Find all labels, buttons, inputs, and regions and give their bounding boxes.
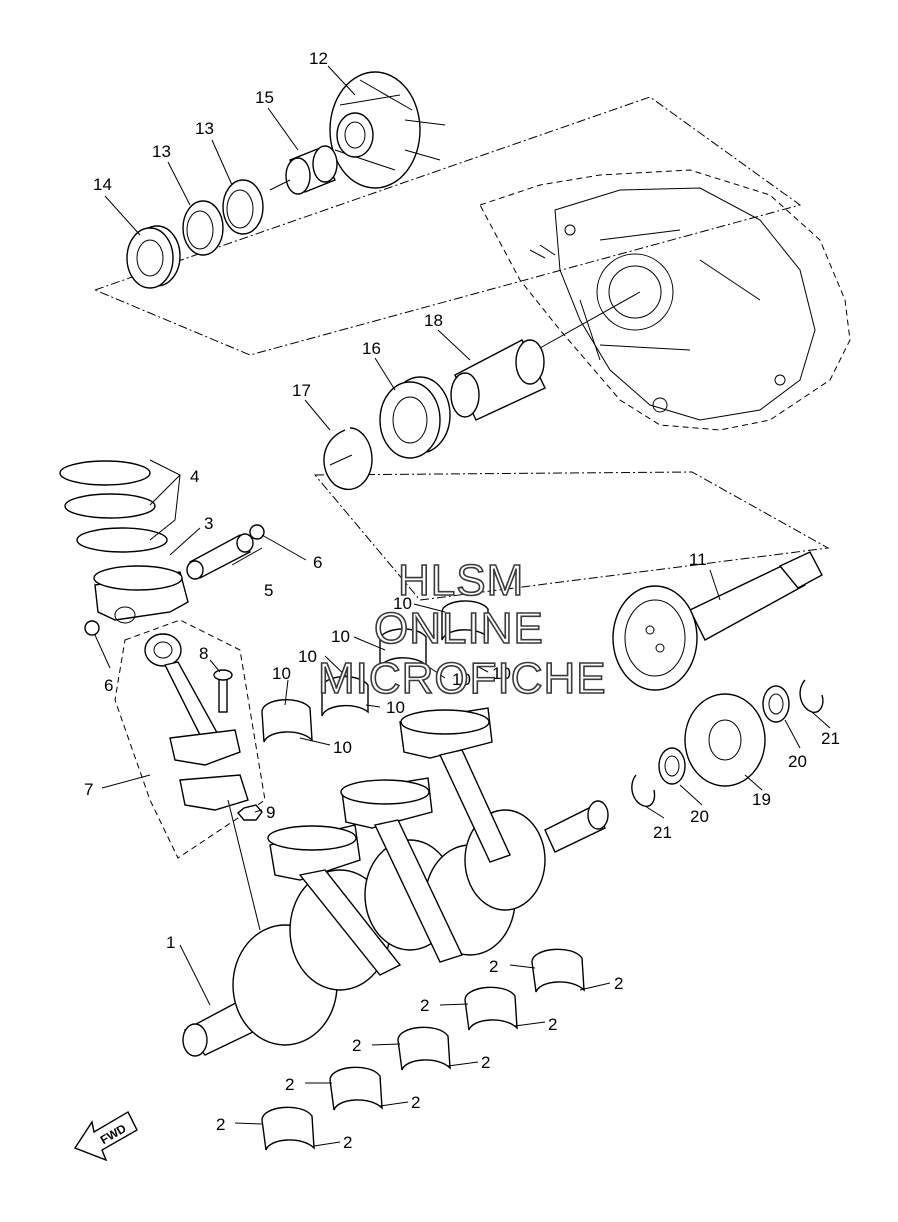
part-13-seal-b (182, 200, 224, 256)
callout-2-j: 2 (343, 1133, 352, 1152)
connecting-rod-kit-outline (114, 619, 266, 859)
part-2-bearing-shells (261, 948, 585, 1151)
callout-2-h: 2 (411, 1093, 420, 1112)
part-4-piston-rings (59, 460, 168, 553)
part-15-sleeve (285, 145, 338, 195)
callout-2-d: 2 (548, 1015, 557, 1034)
callout-13-b: 13 (152, 142, 171, 161)
callout-2-i: 2 (216, 1115, 225, 1134)
part-13-seal-a (222, 179, 264, 235)
part-21-clip-b (631, 774, 656, 807)
callout-4: 4 (190, 467, 199, 486)
callout-14: 14 (93, 175, 112, 194)
watermark: HLSM ONLINE MICROFICHE (317, 555, 607, 704)
callout-6-left: 6 (104, 676, 113, 695)
callout-2-e: 2 (352, 1036, 361, 1055)
callout-11: 11 (689, 550, 707, 569)
callout-6-right: 6 (313, 553, 322, 572)
crankcase-cover (479, 169, 851, 431)
assembled-piston-right (399, 707, 511, 863)
part-14-bearing (126, 225, 181, 289)
callout-3: 3 (204, 514, 213, 533)
part-8-bolt (213, 669, 233, 713)
callout-10-e: 10 (452, 670, 471, 689)
forward-arrow-icon: FWD (73, 1111, 138, 1162)
callout-18: 18 (424, 311, 443, 330)
part-3-piston (93, 565, 189, 624)
part-20-washer-b (658, 747, 686, 785)
callout-10-g: 10 (386, 698, 405, 717)
callout-labels: 12 15 13 13 14 18 16 17 4 3 6 5 6 8 9 7 … (84, 49, 840, 1152)
part-9-nut (237, 804, 263, 821)
callout-7: 7 (84, 780, 93, 799)
part-17-circlip (323, 427, 373, 491)
part-20-washer-a (762, 685, 790, 723)
part-7-connecting-rod (144, 633, 249, 811)
callout-10-b: 10 (331, 627, 350, 646)
callout-2-c: 2 (420, 996, 429, 1015)
part-16-bearing (379, 376, 451, 459)
watermark-line-2: ONLINE (374, 604, 544, 653)
callout-2-a: 2 (489, 957, 498, 976)
callout-2-b: 2 (614, 974, 623, 993)
part-10-bearings (261, 600, 489, 743)
callout-9: 9 (266, 803, 275, 822)
part-12-coupling (329, 71, 446, 189)
callout-8: 8 (199, 644, 208, 663)
callout-5: 5 (264, 581, 273, 600)
assembled-piston-middle (340, 777, 463, 963)
callout-10-d: 10 (272, 664, 291, 683)
assembled-piston-left (267, 824, 402, 976)
callout-16: 16 (362, 339, 381, 358)
part-21-clip-a (799, 679, 824, 713)
callout-13-a: 13 (195, 119, 214, 138)
watermark-line-1: HLSM (398, 556, 524, 605)
callout-10-c: 10 (298, 647, 317, 666)
callout-17: 17 (292, 381, 311, 400)
callout-15: 15 (255, 88, 274, 107)
part-19-gear (684, 693, 766, 787)
callout-21-a: 21 (821, 729, 840, 748)
part-5-piston-pin (186, 533, 254, 580)
upper-bearing-group-outline (93, 96, 802, 356)
part-6-clip-left (84, 620, 100, 636)
watermark-line-3: MICROFICHE (318, 654, 607, 703)
callout-20-b: 20 (690, 807, 709, 826)
part-11-shaft-gear (612, 551, 823, 691)
lower-shaft-group-outline (313, 471, 830, 601)
callout-20-a: 20 (788, 752, 807, 771)
callout-12: 12 (309, 49, 328, 68)
part-6-clip-right (249, 524, 265, 540)
callout-10-f: 10 (492, 664, 511, 683)
leader-lines (94, 65, 831, 1147)
callout-19: 19 (752, 790, 771, 809)
callout-10-a: 10 (393, 594, 412, 613)
callout-2-f: 2 (481, 1053, 490, 1072)
callout-1: 1 (166, 933, 175, 952)
callout-21-b: 21 (653, 823, 672, 842)
callout-2-g: 2 (285, 1075, 294, 1094)
callout-10-h: 10 (333, 738, 352, 757)
part-18-sleeve (450, 339, 546, 421)
